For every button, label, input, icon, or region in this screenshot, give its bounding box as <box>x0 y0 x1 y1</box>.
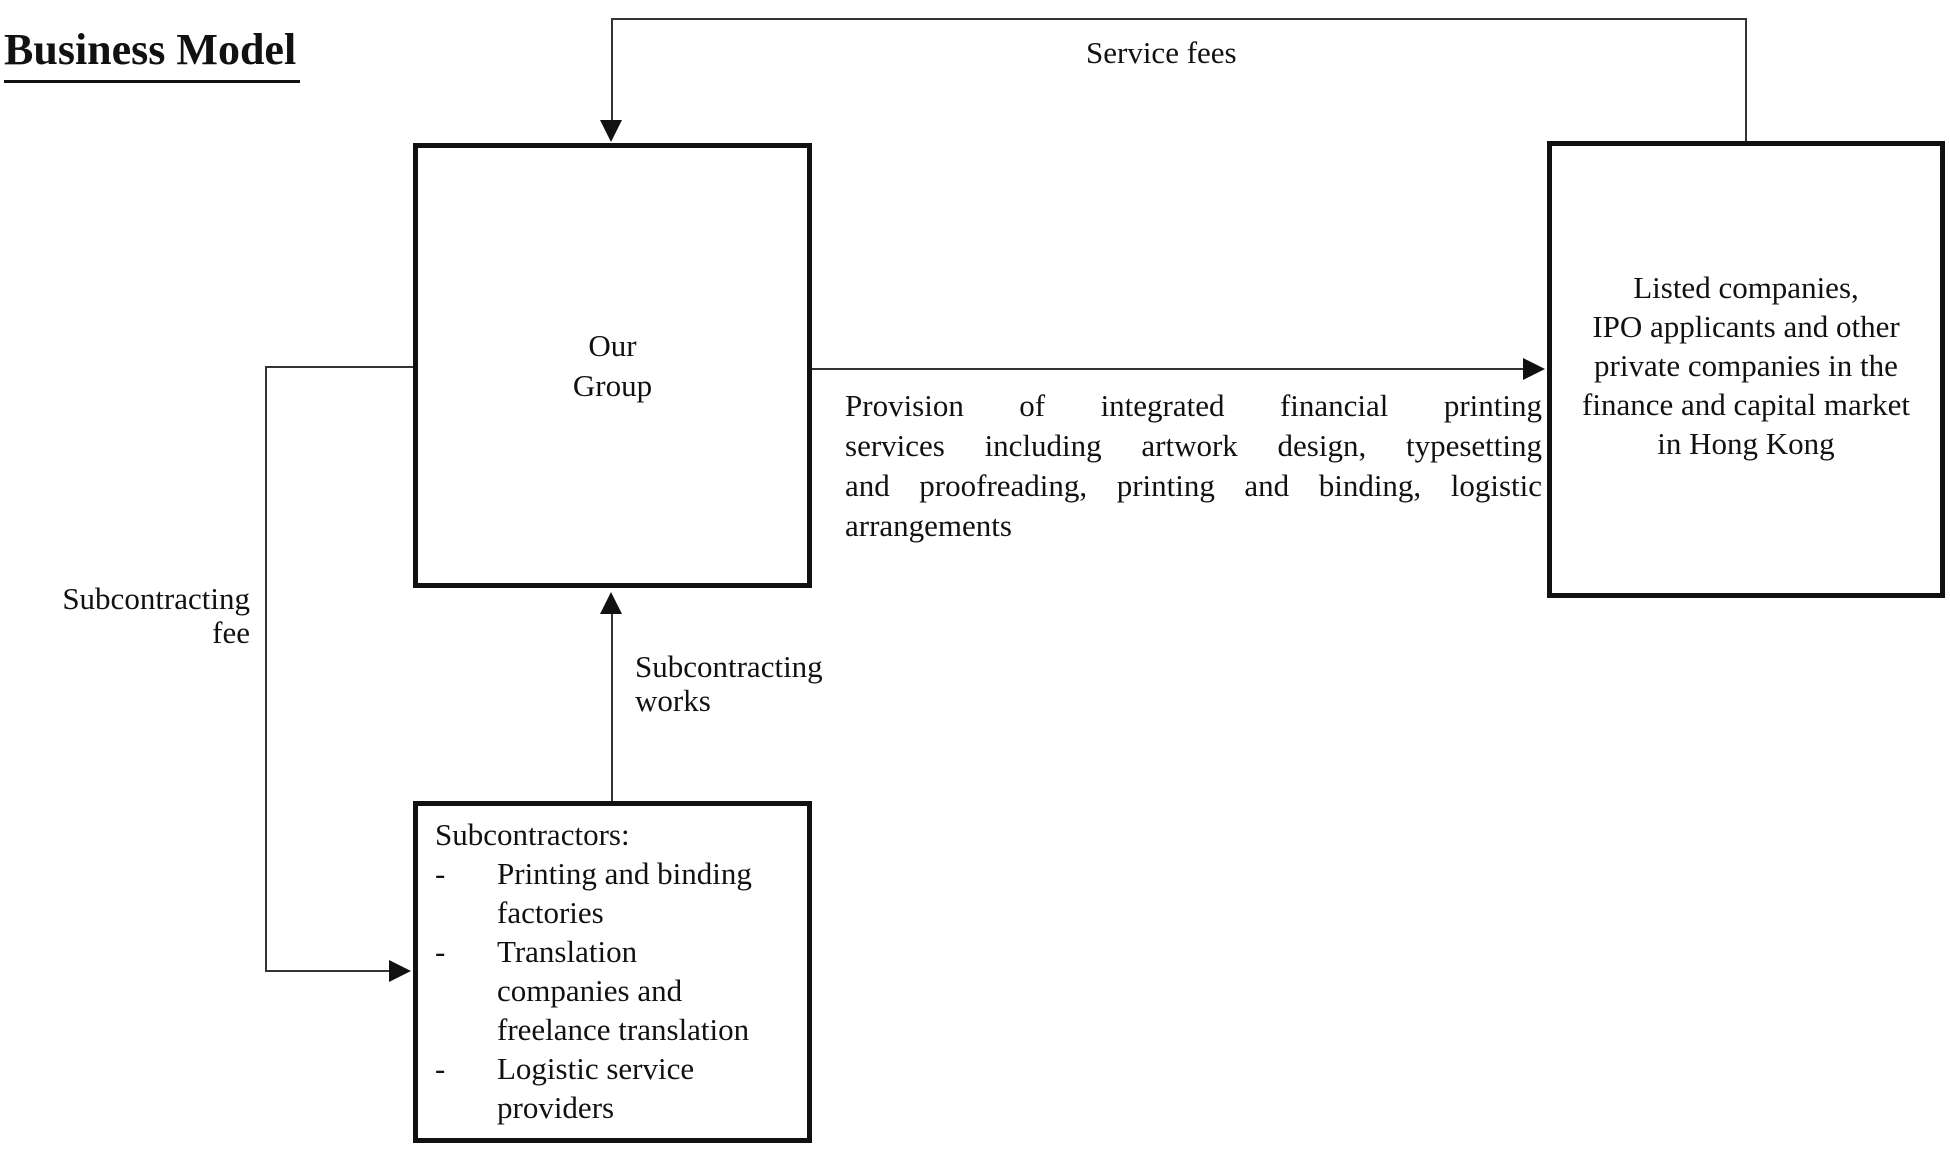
dash-bullet: - <box>435 856 446 891</box>
service-fees-line-left-vertical <box>611 18 613 122</box>
subcontractor-item-line: Translation <box>497 934 638 969</box>
clients-text-line: in Hong Kong <box>1657 426 1835 461</box>
provision-label-line: services including artwork design, types… <box>845 428 1542 463</box>
subcontractor-item-line: freelance translation <box>497 1012 750 1047</box>
node-subcontractors: Subcontractors: - Printing and binding f… <box>413 801 812 1143</box>
subcontracting-works-label: Subcontracting works <box>635 650 823 718</box>
service-fees-arrowhead-icon <box>600 120 622 142</box>
subcontracting-works-label-line: Subcontracting <box>635 649 823 684</box>
subcontractors-heading: Subcontractors: <box>435 817 630 852</box>
our-group-text-line: Our <box>588 327 637 363</box>
subcontractor-item-line: factories <box>497 895 604 930</box>
subcontractor-item-text: Logistic service providers <box>497 1049 797 1127</box>
subcontractor-item: - Printing and binding factories <box>435 854 797 932</box>
service-fees-label: Service fees <box>1086 35 1237 70</box>
subcontractor-item-line: Logistic service <box>497 1051 695 1086</box>
subcontractor-item-text: Translation companies and freelance tran… <box>497 932 797 1049</box>
subcontractor-item: - Logistic service providers <box>435 1049 797 1127</box>
clients-text-line: Listed companies, <box>1633 270 1859 305</box>
node-our-group: Our Group <box>413 143 812 588</box>
provision-label-line: Provision of integrated financial printi… <box>845 388 1542 423</box>
service-fees-line-top <box>611 18 1747 20</box>
provision-label-line: and proofreading, printing and binding, … <box>845 468 1542 503</box>
subcontracting-fee-label-line: Subcontracting <box>62 581 250 616</box>
node-clients: Listed companies, IPO applicants and oth… <box>1547 141 1945 598</box>
clients-text-line: finance and capital market <box>1582 387 1910 422</box>
subcontracting-works-line <box>611 613 613 801</box>
subcontracting-fee-line-vertical <box>265 366 267 972</box>
subcontracting-fee-label-line: fee <box>212 615 250 650</box>
subcontracting-fee-arrowhead-icon <box>389 960 411 982</box>
provision-line <box>812 368 1524 370</box>
dash-bullet: - <box>435 1051 446 1086</box>
subcontracting-fee-line-top <box>265 366 413 368</box>
subcontractor-item-line: Printing and binding <box>497 856 752 891</box>
page-title: Business Model <box>4 24 301 83</box>
subcontracting-works-label-line: works <box>635 683 711 718</box>
dash-bullet: - <box>435 934 446 969</box>
provision-label: Provision of integrated financial printi… <box>845 386 1542 546</box>
provision-arrowhead-icon <box>1523 358 1545 380</box>
subcontractor-item-line: companies and <box>497 973 683 1008</box>
subcontractor-item-text: Printing and binding factories <box>497 854 797 932</box>
service-fees-line-right-vertical <box>1745 18 1747 143</box>
clients-text-line: private companies in the <box>1594 348 1898 383</box>
subcontracting-works-arrowhead-icon <box>600 592 622 614</box>
provision-label-line: arrangements <box>845 508 1012 543</box>
clients-text-line: IPO applicants and other <box>1592 309 1900 344</box>
subcontracting-fee-line-bottom <box>265 970 391 972</box>
our-group-text: Our Group <box>573 326 652 406</box>
subcontracting-fee-label: Subcontracting fee <box>36 582 250 650</box>
clients-text: Listed companies, IPO applicants and oth… <box>1582 268 1910 471</box>
subcontractor-item: - Translation companies and freelance tr… <box>435 932 797 1049</box>
our-group-text-line: Group <box>572 367 653 403</box>
subcontractor-item-line: providers <box>497 1090 615 1125</box>
